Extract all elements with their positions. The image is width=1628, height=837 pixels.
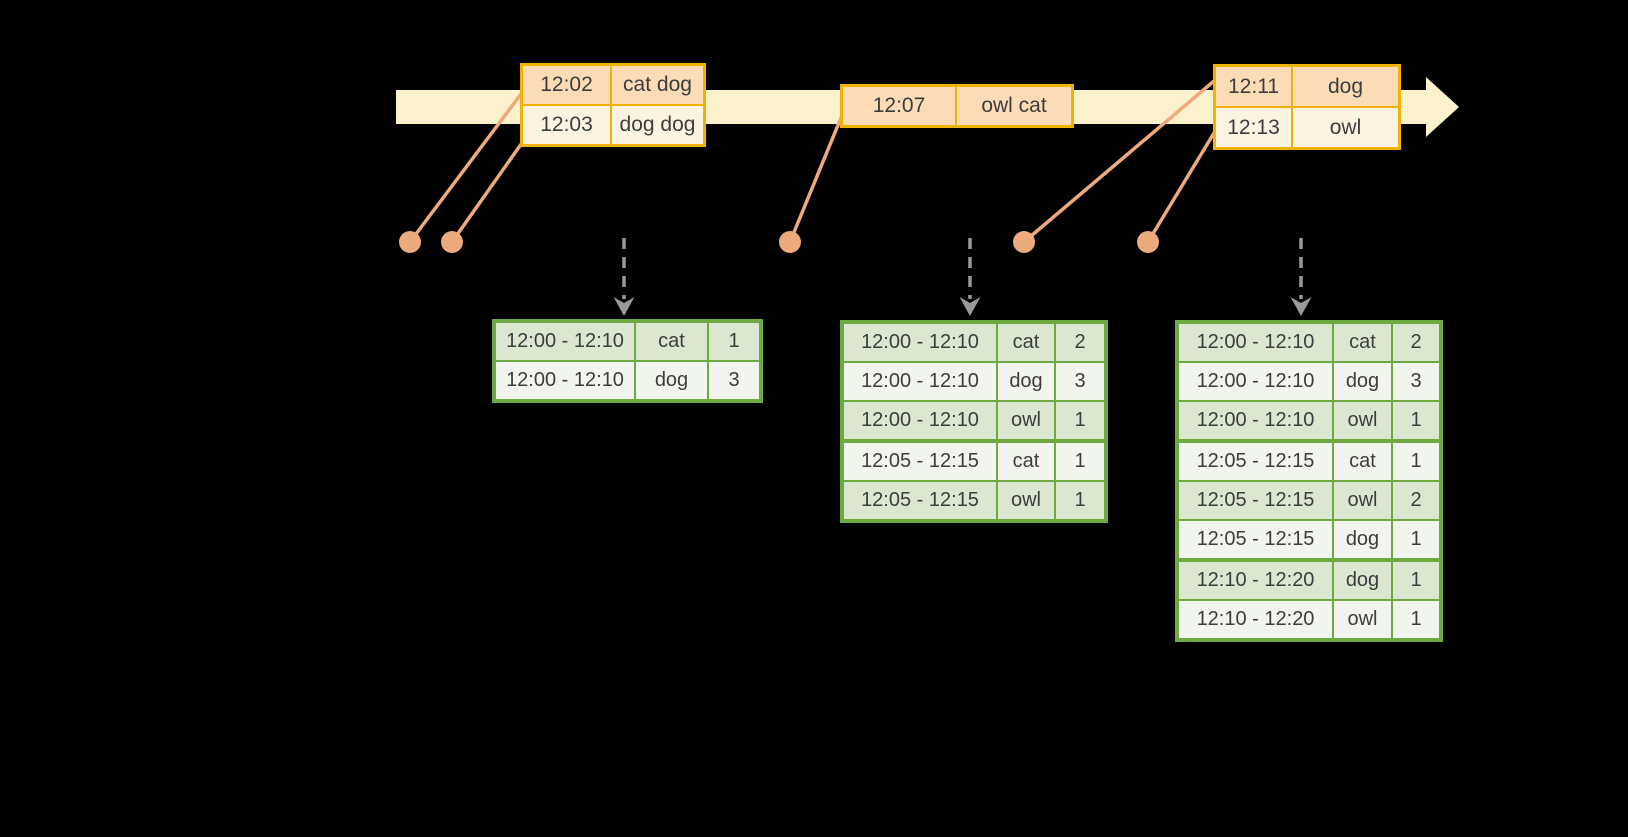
window-cell: 12:00 - 12:10 (1196, 409, 1315, 431)
event-connector-line (788, 112, 845, 243)
word-cell: cat (1332, 443, 1391, 480)
count-cell: 1 (1054, 482, 1104, 519)
result-row: 12:00 - 12:10 dog 3 (1179, 361, 1439, 400)
word-cell: cat (634, 323, 707, 360)
word-cell: dog (1332, 521, 1391, 558)
window-cell: 12:00 - 12:10 (861, 331, 979, 353)
window-cell: 12:00 - 12:10 (861, 370, 979, 392)
result-row: 12:10 - 12:20 owl 1 (1179, 599, 1439, 638)
event-connector-line (1146, 127, 1219, 243)
event-dot-icon (1013, 231, 1035, 253)
event-words-cell: owl cat (955, 87, 1071, 125)
input-batch-table-1: 12:02 cat dog 12:03 dog dog (520, 63, 706, 147)
input-row: 12:02 cat dog (523, 66, 703, 104)
count-cell: 3 (1054, 363, 1104, 400)
event-time-cell: 12:03 (540, 113, 593, 136)
event-connector-line (450, 138, 526, 244)
count-cell: 2 (1391, 482, 1439, 519)
result-row: 12:05 - 12:15 cat 1 (844, 439, 1104, 480)
event-connector-line (1022, 79, 1216, 244)
result-row: 12:10 - 12:20 dog 1 (1179, 558, 1439, 599)
event-dot-icon (399, 231, 421, 253)
count-cell: 1 (1391, 402, 1439, 439)
count-cell: 2 (1391, 324, 1439, 361)
result-row: 12:00 - 12:10 dog 3 (844, 361, 1104, 400)
word-cell: dog (1332, 363, 1391, 400)
result-row: 12:05 - 12:15 owl 1 (844, 480, 1104, 519)
trigger-arrowhead-icon (613, 297, 635, 316)
event-words-cell: dog dog (610, 106, 703, 144)
result-row: 12:00 - 12:10 cat 2 (1179, 324, 1439, 361)
window-cell: 12:05 - 12:15 (861, 450, 979, 472)
count-cell: 2 (1054, 324, 1104, 361)
event-time-cell: 12:07 (872, 94, 926, 117)
count-cell: 3 (707, 362, 759, 399)
result-row: 12:00 - 12:10 owl 1 (1179, 400, 1439, 439)
window-cell: 12:00 - 12:10 (1196, 331, 1315, 353)
count-cell: 1 (1391, 601, 1439, 638)
count-cell: 1 (1391, 521, 1439, 558)
window-cell: 12:10 - 12:20 (1196, 569, 1315, 591)
result-row: 12:00 - 12:10 owl 1 (844, 400, 1104, 439)
result-row: 12:05 - 12:15 owl 2 (1179, 480, 1439, 519)
result-row: 12:00 - 12:10 dog 3 (496, 360, 759, 399)
input-row: 12:13 owl (1216, 106, 1398, 147)
count-cell: 1 (1391, 443, 1439, 480)
trigger-arrowhead-icon (1290, 297, 1312, 316)
event-connector-line (408, 92, 523, 244)
word-cell: cat (996, 324, 1054, 361)
result-row: 12:00 - 12:10 cat 1 (496, 323, 759, 360)
window-cell: 12:00 - 12:10 (506, 369, 624, 391)
input-row: 12:07 owl cat (843, 87, 1071, 125)
word-cell: owl (996, 482, 1054, 519)
window-cell: 12:10 - 12:20 (1196, 608, 1315, 630)
count-cell: 1 (1054, 443, 1104, 480)
event-time-cell: 12:13 (1227, 115, 1280, 139)
trigger-arrows (613, 238, 1312, 316)
word-cell: dog (634, 362, 707, 399)
window-cell: 12:00 - 12:10 (506, 330, 624, 352)
word-cell: owl (1332, 402, 1391, 439)
count-cell: 3 (1391, 363, 1439, 400)
result-table-2: 12:00 - 12:10 cat 2 12:00 - 12:10 dog 3 … (840, 320, 1108, 523)
count-cell: 1 (1054, 402, 1104, 439)
word-cell: owl (1332, 601, 1391, 638)
event-words-cell: owl (1291, 108, 1398, 147)
word-cell: owl (1332, 482, 1391, 519)
result-row: 12:05 - 12:15 cat 1 (1179, 439, 1439, 480)
result-row: 12:00 - 12:10 cat 2 (844, 324, 1104, 361)
event-connectors (399, 79, 1219, 253)
word-cell: dog (996, 363, 1054, 400)
input-batch-table-2: 12:07 owl cat (840, 84, 1074, 128)
result-table-1: 12:00 - 12:10 cat 1 12:00 - 12:10 dog 3 (492, 319, 763, 403)
event-time-cell: 12:02 (540, 73, 593, 96)
timeline-arrowhead-icon (1426, 77, 1459, 137)
window-cell: 12:05 - 12:15 (1196, 489, 1315, 511)
event-dot-icon (779, 231, 801, 253)
word-cell: cat (1332, 324, 1391, 361)
event-dot-icon (441, 231, 463, 253)
window-cell: 12:05 - 12:15 (1196, 528, 1315, 550)
input-row: 12:11 dog (1216, 67, 1398, 106)
word-cell: dog (1332, 562, 1391, 599)
event-words-cell: dog (1291, 67, 1398, 106)
count-cell: 1 (1391, 562, 1439, 599)
count-cell: 1 (707, 323, 759, 360)
input-batch-table-3: 12:11 dog 12:13 owl (1213, 64, 1401, 150)
word-cell: owl (996, 402, 1054, 439)
event-dot-icon (1137, 231, 1159, 253)
window-cell: 12:05 - 12:15 (1196, 450, 1315, 472)
input-row: 12:03 dog dog (523, 104, 703, 144)
trigger-arrowhead-icon (959, 297, 981, 316)
event-words-cell: cat dog (610, 66, 703, 104)
event-time-cell: 12:11 (1228, 74, 1279, 98)
window-cell: 12:00 - 12:10 (861, 409, 979, 431)
word-cell: cat (996, 443, 1054, 480)
window-cell: 12:00 - 12:10 (1196, 370, 1315, 392)
result-table-3: 12:00 - 12:10 cat 2 12:00 - 12:10 dog 3 … (1175, 320, 1443, 642)
window-cell: 12:05 - 12:15 (861, 489, 979, 511)
result-row: 12:05 - 12:15 dog 1 (1179, 519, 1439, 558)
